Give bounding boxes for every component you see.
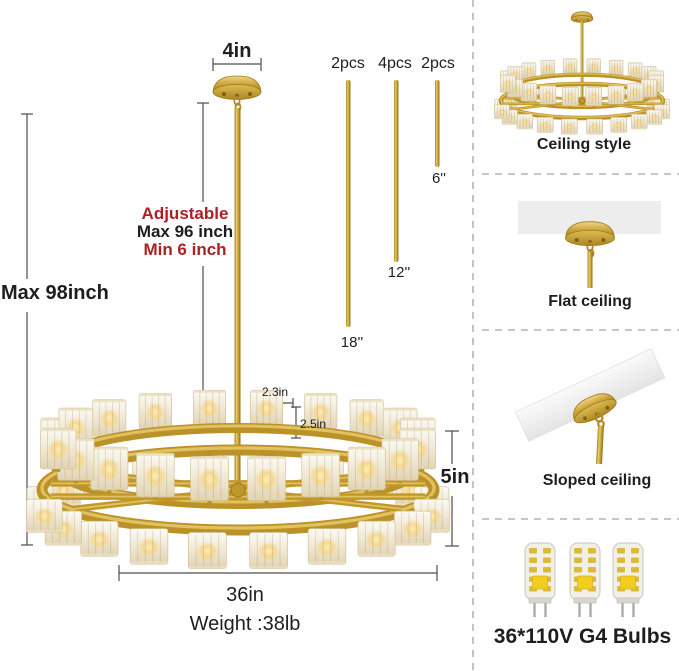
adjustable-min: Min 6 inch xyxy=(143,240,227,259)
canopy-width-label: 4in xyxy=(222,40,252,62)
ceiling-style-label: Ceiling style xyxy=(536,136,632,153)
max-height-label: Max 98inch xyxy=(1,282,109,304)
sloped-ceiling-graphic xyxy=(514,348,666,465)
adjustable-note: Adjustable Max 96 inch Min 6 inch xyxy=(104,205,266,259)
flat-ceiling-graphic xyxy=(518,201,661,288)
frame-height-label: 5in xyxy=(440,466,470,488)
rod-qty-label-18: 2pcs xyxy=(331,55,365,72)
bulbs-graphic xyxy=(524,542,644,617)
main-chandelier-illustration xyxy=(26,75,450,569)
rod-qty-label-12: 4pcs xyxy=(378,55,412,72)
rod-qty-label-6: 2pcs xyxy=(421,55,455,72)
rod-length-label-18: 18'' xyxy=(340,334,364,351)
bulbs-label: 36*110V G4 Bulbs xyxy=(493,625,672,648)
adjustable-max: Max 96 inch xyxy=(136,222,234,241)
adjustable-title: Adjustable xyxy=(141,204,229,223)
weight-label: Weight :38lb xyxy=(189,613,301,635)
dividers xyxy=(472,0,679,671)
sloped-ceiling-label: Sloped ceiling xyxy=(542,472,652,489)
shade-width-label: 2.3in xyxy=(261,385,289,399)
downrod-graphics xyxy=(346,80,440,327)
canopy-illustration xyxy=(212,75,262,112)
rod-length-label-12: 12'' xyxy=(387,264,411,281)
flat-ceiling-label: Flat ceiling xyxy=(548,293,632,310)
ceiling-style-thumbnail xyxy=(494,11,670,135)
main-downrod xyxy=(234,108,241,492)
rod-length-label-6: 6'' xyxy=(431,170,447,187)
shade-height-label: 2.5in xyxy=(300,417,327,431)
diameter-label: 36in xyxy=(226,584,264,606)
